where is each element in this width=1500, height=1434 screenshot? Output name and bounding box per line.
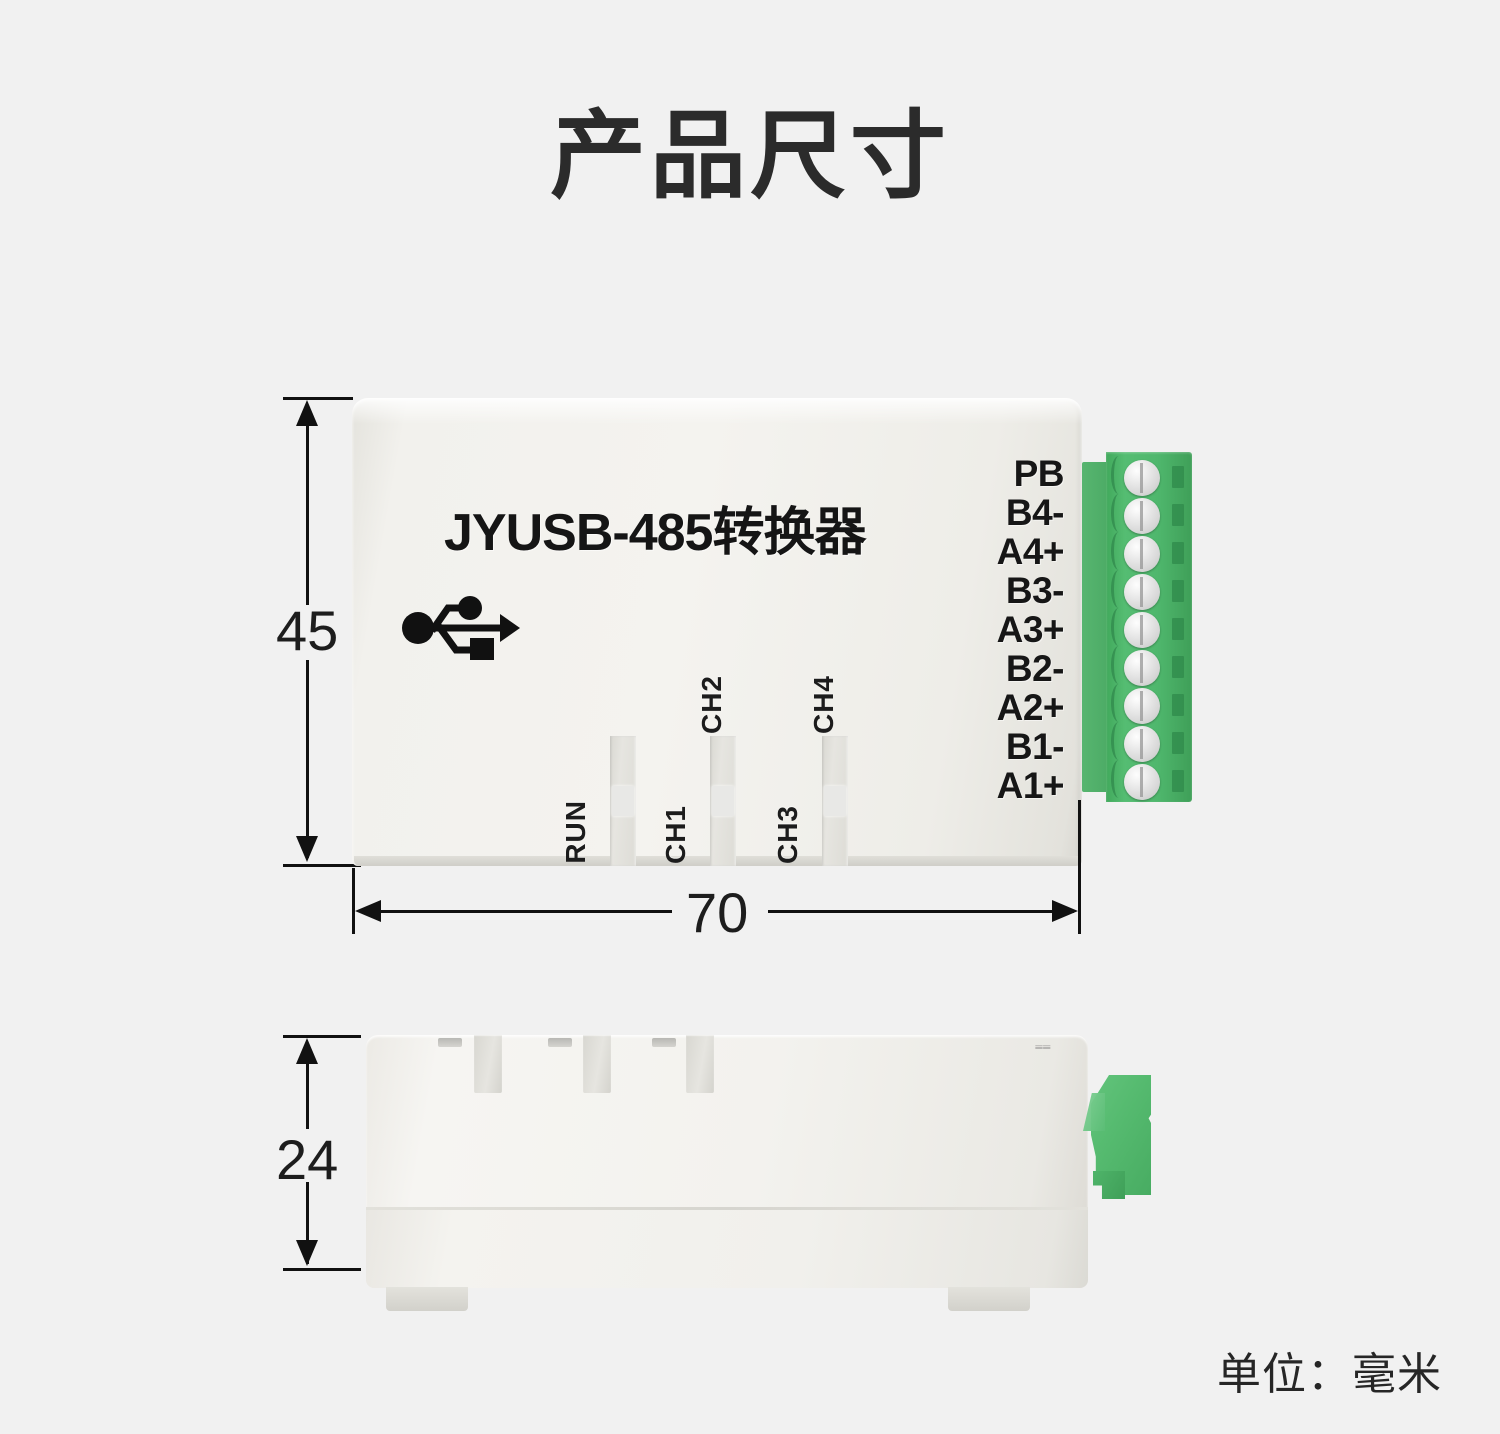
pin-label: B4- bbox=[1005, 492, 1065, 533]
enclosure-side-lower bbox=[366, 1210, 1088, 1288]
dimension-value-24: 24 bbox=[276, 1128, 339, 1191]
extension-line-bottom bbox=[283, 1268, 361, 1271]
enclosure-top-face bbox=[352, 398, 1082, 866]
dimension-line-vertical bbox=[306, 405, 309, 605]
arrow-right-icon bbox=[1052, 900, 1078, 922]
terminal-block-side-foot bbox=[1093, 1171, 1125, 1199]
dimension-value-70: 70 bbox=[686, 881, 749, 944]
led-label-ch3: CH3 bbox=[772, 804, 803, 864]
product-label: JYUSB-485转换器 bbox=[444, 504, 866, 562]
enclosure-foot bbox=[948, 1287, 1030, 1311]
led-tab-side bbox=[474, 1035, 502, 1093]
page-title: 产品尺寸 bbox=[550, 103, 950, 210]
terminal-wire-slot bbox=[1172, 466, 1184, 488]
led-group-ch3-ch4: CH4 CH3 bbox=[772, 636, 882, 866]
extension-line-bottom bbox=[283, 864, 361, 867]
terminal-wire-slot bbox=[1172, 580, 1184, 602]
terminal-wire-slot bbox=[1172, 732, 1184, 754]
pin-label: B2- bbox=[1005, 648, 1065, 689]
terminal-screw bbox=[1124, 536, 1160, 572]
led-label-ch4: CH4 bbox=[808, 674, 839, 734]
pin-label: A4+ bbox=[996, 531, 1065, 572]
dimension-line-vertical bbox=[306, 1043, 309, 1129]
pin-label: B1- bbox=[1005, 726, 1065, 767]
pin-label: A2+ bbox=[996, 687, 1065, 728]
led-group-ch1-ch2: CH2 CH1 bbox=[660, 636, 770, 866]
extension-line-top bbox=[283, 1035, 361, 1038]
led-tab-side bbox=[686, 1035, 714, 1093]
terminal-wire-slot bbox=[1172, 618, 1184, 640]
dimension-line-horizontal bbox=[768, 910, 1074, 913]
dimension-line-horizontal bbox=[360, 910, 672, 913]
terminal-wire-slot bbox=[1172, 542, 1184, 564]
extension-line-top bbox=[283, 397, 353, 400]
led-slot-run bbox=[610, 736, 636, 866]
terminal-block-side-tongue bbox=[1083, 1093, 1105, 1131]
led-label-run: RUN bbox=[560, 800, 591, 864]
dimension-line-vertical bbox=[306, 660, 309, 858]
led-window bbox=[712, 786, 734, 816]
terminal-screw bbox=[1124, 764, 1160, 800]
terminal-wire-slot bbox=[1172, 656, 1184, 678]
terminal-screw bbox=[1124, 612, 1160, 648]
terminal-contour bbox=[1111, 456, 1126, 494]
extension-line-right bbox=[1078, 800, 1081, 934]
terminal-block-body-front bbox=[1106, 452, 1192, 802]
terminal-contour bbox=[1111, 532, 1126, 570]
pin-label: B3- bbox=[1005, 570, 1065, 611]
terminal-wire-slot bbox=[1172, 694, 1184, 716]
arrow-left-icon bbox=[355, 900, 381, 922]
led-label-ch2: CH2 bbox=[696, 674, 727, 734]
side-marking-text: ≡≡ bbox=[1034, 1042, 1050, 1053]
terminal-pin-labels: PB B4- A4+ B3- A3+ B2- A2+ B1- A1+ bbox=[944, 453, 1065, 806]
arrow-up-icon bbox=[296, 400, 318, 426]
led-group-run: RUN bbox=[560, 726, 650, 866]
led-tab-marking bbox=[652, 1038, 676, 1047]
extension-line-left bbox=[352, 868, 355, 934]
top-view-device: JYUSB-485转换器 RUN CH2 CH1 CH4 C bbox=[352, 398, 1082, 866]
terminal-wire-slot bbox=[1172, 504, 1184, 526]
terminal-contour bbox=[1111, 684, 1126, 722]
terminal-contour bbox=[1111, 646, 1126, 684]
led-window bbox=[612, 786, 634, 816]
usb-icon bbox=[400, 594, 520, 662]
led-label-ch1: CH1 bbox=[660, 804, 691, 864]
terminal-screw bbox=[1124, 498, 1160, 534]
terminal-block-top-view bbox=[1082, 452, 1192, 802]
terminal-screw bbox=[1124, 574, 1160, 610]
terminal-contour bbox=[1111, 608, 1126, 646]
led-tab-marking bbox=[548, 1038, 572, 1047]
terminal-screw bbox=[1124, 460, 1160, 496]
pin-label: PB bbox=[1013, 453, 1065, 494]
terminal-contour bbox=[1111, 494, 1126, 532]
dimension-value-45: 45 bbox=[276, 599, 339, 662]
arrow-down-icon bbox=[296, 836, 318, 862]
led-window bbox=[824, 786, 846, 816]
terminal-contour bbox=[1111, 760, 1126, 798]
led-slot-ch1-ch2 bbox=[710, 736, 736, 866]
arrow-up-icon bbox=[296, 1038, 318, 1064]
unit-note: 单位：毫米 bbox=[1217, 1350, 1442, 1399]
pin-label: A3+ bbox=[996, 609, 1065, 650]
side-view-device: ≡≡ bbox=[366, 1035, 1088, 1311]
led-tab-side bbox=[583, 1035, 611, 1093]
terminal-wire-slot bbox=[1172, 770, 1184, 792]
terminal-screw bbox=[1124, 726, 1160, 762]
enclosure-seam-line bbox=[366, 1207, 1088, 1210]
led-tab-marking bbox=[438, 1038, 462, 1047]
terminal-screw bbox=[1124, 650, 1160, 686]
terminal-contour bbox=[1111, 570, 1126, 608]
terminal-contour bbox=[1111, 722, 1126, 760]
led-slot-ch3-ch4 bbox=[822, 736, 848, 866]
terminal-screw bbox=[1124, 688, 1160, 724]
pin-label: A1+ bbox=[996, 765, 1065, 806]
terminal-block-side-view bbox=[1083, 1075, 1151, 1210]
enclosure-foot bbox=[386, 1287, 468, 1311]
dimension-line-vertical bbox=[306, 1182, 309, 1264]
arrow-down-icon bbox=[296, 1240, 318, 1266]
